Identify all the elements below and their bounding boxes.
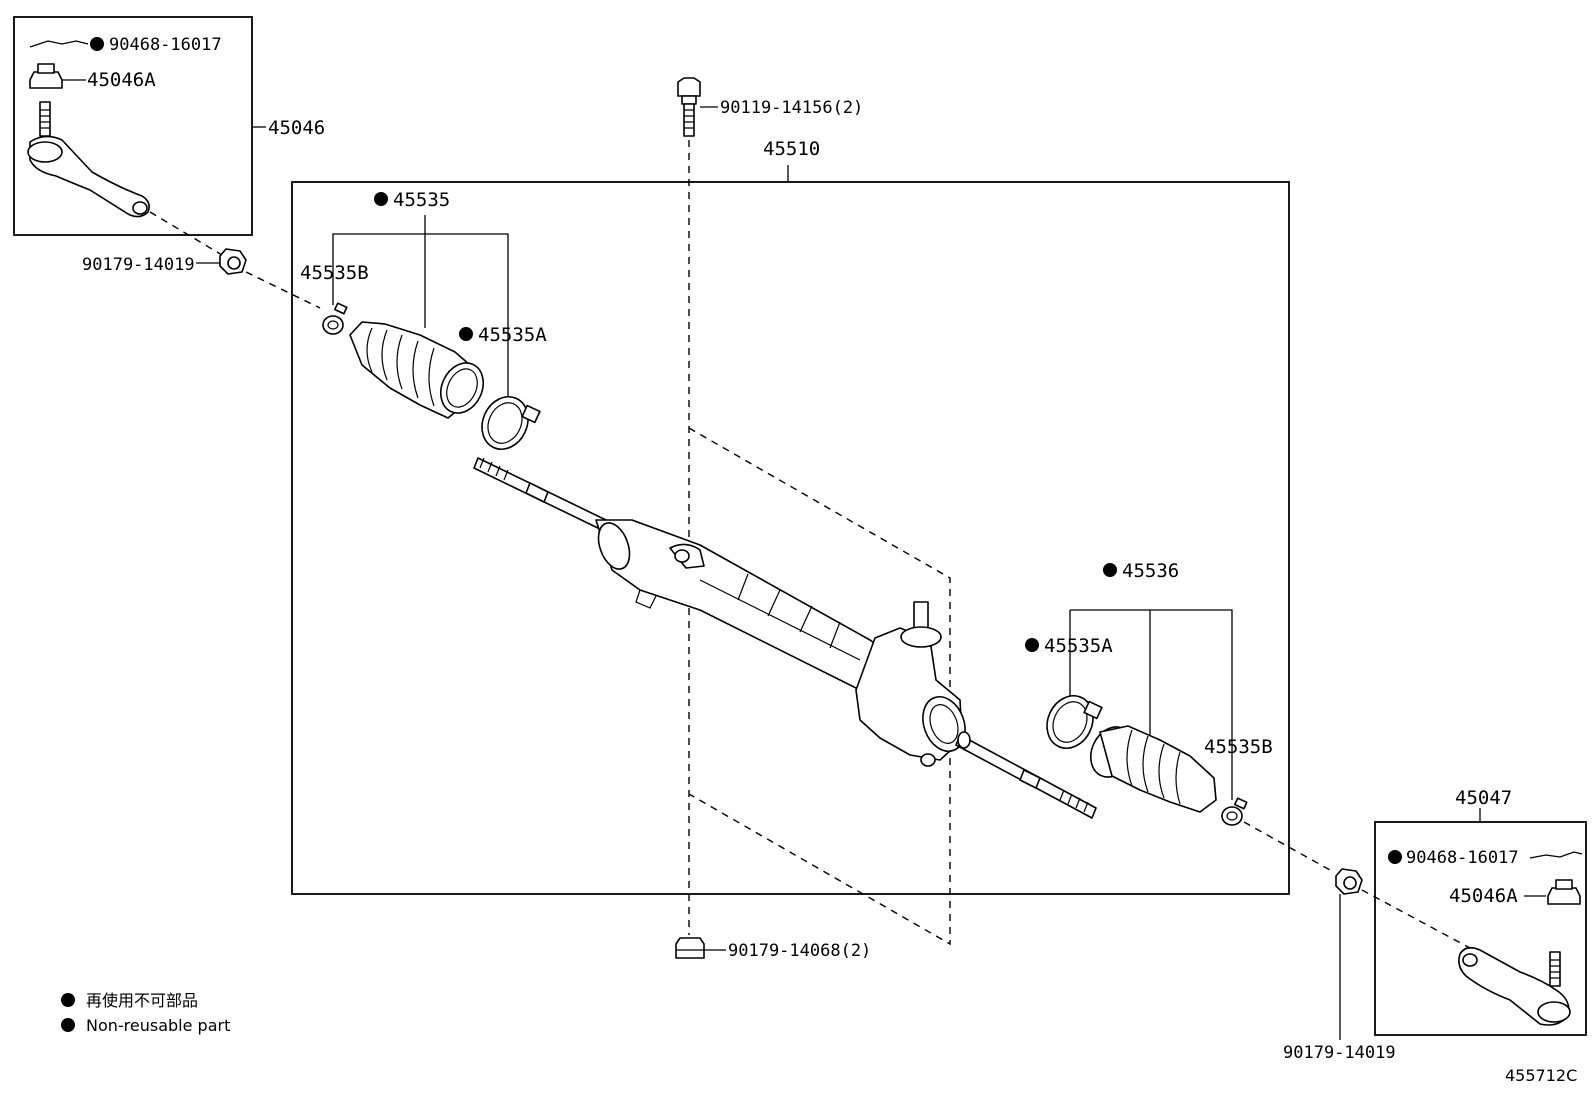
label-45047: 45047 <box>1455 787 1512 809</box>
castle-nut-right-icon <box>1547 879 1581 905</box>
legend-line-english: Non-reusable part <box>86 1016 230 1035</box>
nut-right-icon <box>1335 868 1363 895</box>
inner-rod-left-icon <box>473 457 607 531</box>
label-90468-16017-left: 90468-16017 <box>109 35 222 55</box>
nut-left-icon <box>219 248 247 275</box>
clamp-b-left-icon <box>322 302 348 335</box>
tie-rod-end-left-icon <box>27 101 150 218</box>
pinion-housing-icon <box>855 601 966 767</box>
label-90179-14019-right: 90179-14019 <box>1283 1043 1396 1063</box>
label-45536: 45536 <box>1122 560 1179 582</box>
legend: 再使用不可部品 Non-reusable part <box>61 991 230 1035</box>
label-45535B-right: 45535B <box>1204 736 1273 758</box>
label-45046A-left: 45046A <box>87 69 156 91</box>
boot-right-icon <box>1090 725 1217 813</box>
label-90179-14019-left: 90179-14019 <box>82 255 195 275</box>
nut-bottom-icon <box>675 937 705 959</box>
bolt-top-icon <box>677 77 701 137</box>
gear-assembly-box <box>291 181 1290 895</box>
label-90468-16017-right: 90468-16017 <box>1406 848 1519 868</box>
label-90119-14156: 90119-14156(2) <box>720 98 863 118</box>
castle-nut-left-icon <box>29 63 63 89</box>
non-reusable-marker <box>90 37 104 51</box>
clamp-b-right-icon <box>1221 797 1248 826</box>
rack-housing-icon <box>595 519 885 691</box>
label-45046A-right: 45046A <box>1449 885 1518 907</box>
label-45046: 45046 <box>268 117 325 139</box>
inner-rod-right-icon <box>955 731 1097 819</box>
label-45510: 45510 <box>763 138 820 160</box>
label-90179-14068: 90179-14068(2) <box>728 941 871 961</box>
label-45535A-right: 45535A <box>1044 635 1113 657</box>
label-45535B-left: 45535B <box>300 262 369 284</box>
clamp-a-left-icon <box>481 396 541 450</box>
cotter-pin-left-icon <box>29 40 89 48</box>
cotter-pin-right-icon <box>1529 851 1583 859</box>
tie-rod-end-right-icon <box>1458 946 1571 1026</box>
legend-line-japanese: 再使用不可部品 <box>86 991 198 1010</box>
boot-left-icon <box>349 321 484 419</box>
label-45535A-left: 45535A <box>478 324 547 346</box>
clamp-a-right-icon <box>1046 695 1103 749</box>
figure-id: 455712C <box>1505 1066 1577 1085</box>
left-tie-rod-end-box <box>13 16 253 236</box>
label-45535: 45535 <box>393 189 450 211</box>
